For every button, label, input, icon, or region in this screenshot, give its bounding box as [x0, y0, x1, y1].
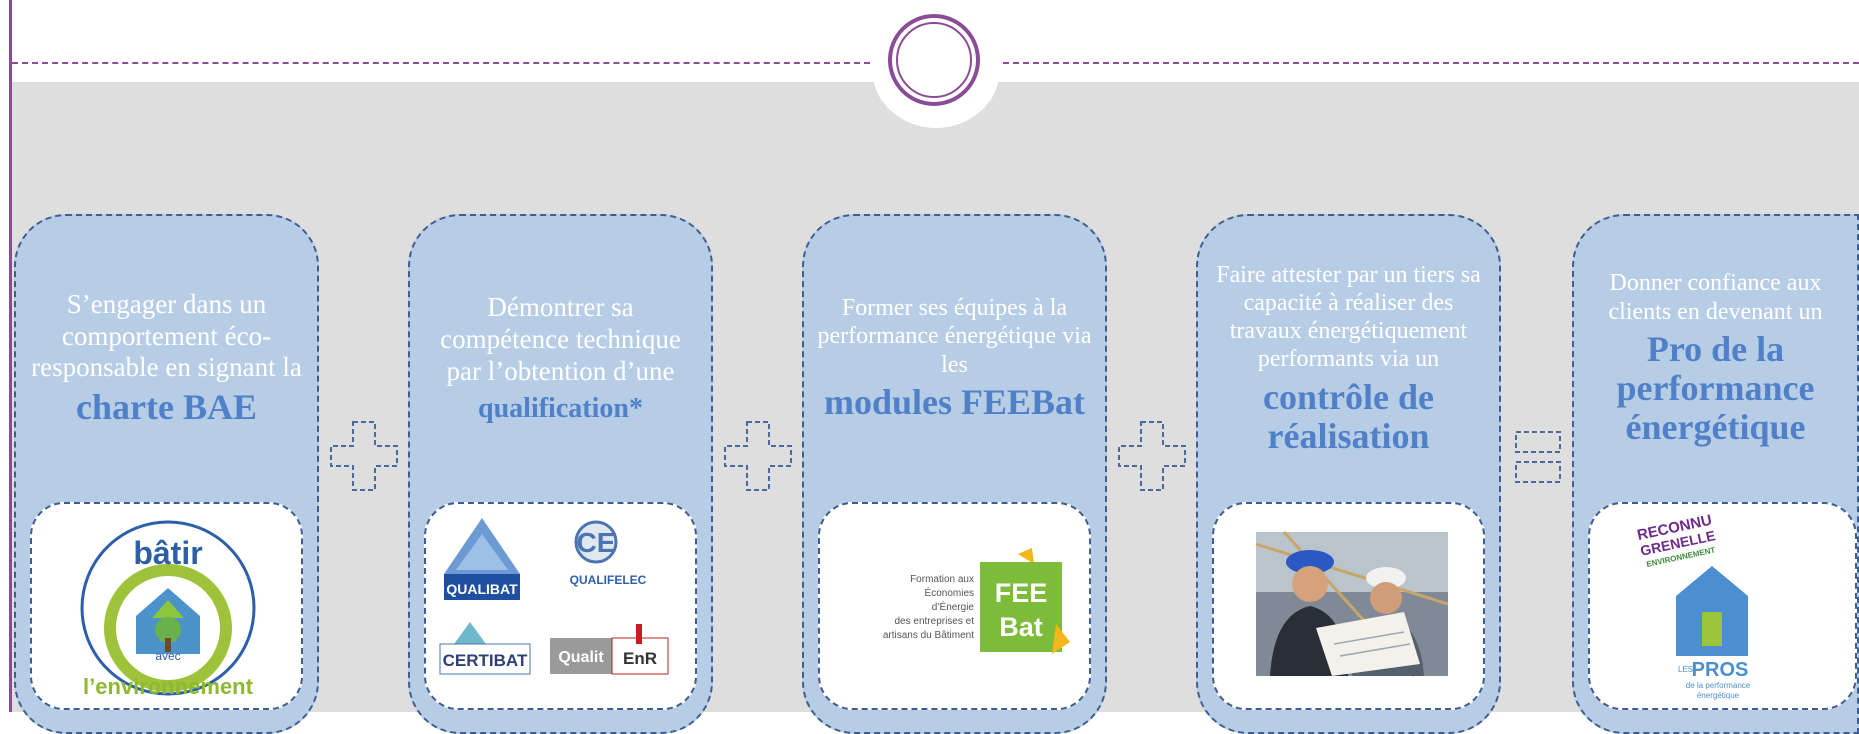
step-description: Faire attester par un tiers sa capacité … — [1216, 261, 1481, 373]
step-card-charte-bae: S’engager dans un comportement éco-respo… — [14, 214, 319, 734]
step-description: Former ses équipes à la performance éner… — [817, 295, 1092, 378]
logo-box: bâtir avec l’environnement — [30, 502, 303, 710]
step-card-feebat: Former ses équipes à la performance éner… — [802, 214, 1107, 734]
pros-text-sub1: de la performance — [1686, 681, 1751, 690]
pros-performance-logo: RECONNU GRENELLE ENVIRONNEMENT LES PROS … — [1636, 512, 1751, 700]
feebat-text-2: Économies — [925, 586, 974, 599]
logo-box — [1212, 502, 1485, 710]
step-headline: Pro de la performance énergétique — [1616, 329, 1815, 447]
construction-workers-photo — [1255, 530, 1449, 678]
logo-box: Formation aux Économies d’Énergie des en… — [818, 502, 1091, 710]
plus-operator-icon — [1117, 420, 1187, 492]
qualit-enr-logo-suffix: EnR — [623, 649, 657, 668]
feebat-badge-fee: FEE — [995, 578, 1048, 608]
feebat-text-4: des entreprises et — [895, 616, 975, 627]
logo-text-avec: avec — [155, 649, 180, 663]
feebat-badge-bat: Bat — [999, 612, 1043, 642]
circle-ornament-icon — [888, 14, 980, 106]
svg-text:CE: CE — [577, 527, 616, 558]
left-accent-bar — [9, 0, 12, 712]
qualit-enr-logo: Qualit — [558, 649, 604, 666]
plus-operator-icon — [723, 420, 793, 492]
header-dashed-line-right — [1003, 62, 1859, 64]
certibat-logo: CERTIBAT — [443, 651, 528, 670]
pros-text: PROS — [1692, 659, 1749, 681]
logo-box: RECONNU GRENELLE ENVIRONNEMENT LES PROS … — [1588, 502, 1857, 710]
equals-operator-icon — [1514, 428, 1562, 486]
qualibat-logo: QUALIBAT — [446, 581, 518, 597]
feebat-text-5: artisans du Bâtiment — [883, 630, 974, 641]
step-card-pro-performance: Donner confiance aux clients en devenant… — [1572, 214, 1859, 734]
logo-box: QUALIBAT CE QUALIFELEC CERTIBAT Qualit E… — [424, 502, 697, 710]
feebat-text-3: d’Énergie — [932, 600, 975, 613]
pros-text-les: LES — [1678, 665, 1693, 674]
feebat-logo: Formation aux Économies d’Énergie des en… — [883, 548, 1070, 654]
step-description: S’engager dans un comportement éco-respo… — [31, 288, 302, 383]
qualifelec-logo: QUALIFELEC — [570, 573, 647, 587]
feebat-text-1: Formation aux — [910, 574, 974, 585]
step-card-qualification: Démontrer sa compétence technique par l’… — [408, 214, 713, 734]
step-description: Donner confiance aux clients en devenant… — [1608, 270, 1823, 325]
step-description: Démontrer sa compétence technique par l’… — [440, 292, 681, 386]
step-headline: charte BAE — [76, 387, 257, 428]
qualification-logos: QUALIBAT CE QUALIFELEC CERTIBAT Qualit E… — [439, 518, 669, 675]
batir-environnement-logo: bâtir avec l’environnement — [80, 520, 256, 699]
pros-text-sub2: énergétique — [1697, 691, 1740, 700]
logo-text-environnement: l’environnement — [83, 674, 254, 699]
plus-operator-icon — [329, 420, 399, 492]
step-headline: modules FEEBat — [823, 382, 1086, 423]
step-card-controle: Faire attester par un tiers sa capacité … — [1196, 214, 1501, 734]
header-dashed-line-left — [12, 62, 870, 64]
step-headline: qualification* — [478, 392, 643, 424]
step-headline: contrôle de réalisation — [1263, 376, 1434, 456]
logo-text-batir: bâtir — [133, 535, 202, 571]
